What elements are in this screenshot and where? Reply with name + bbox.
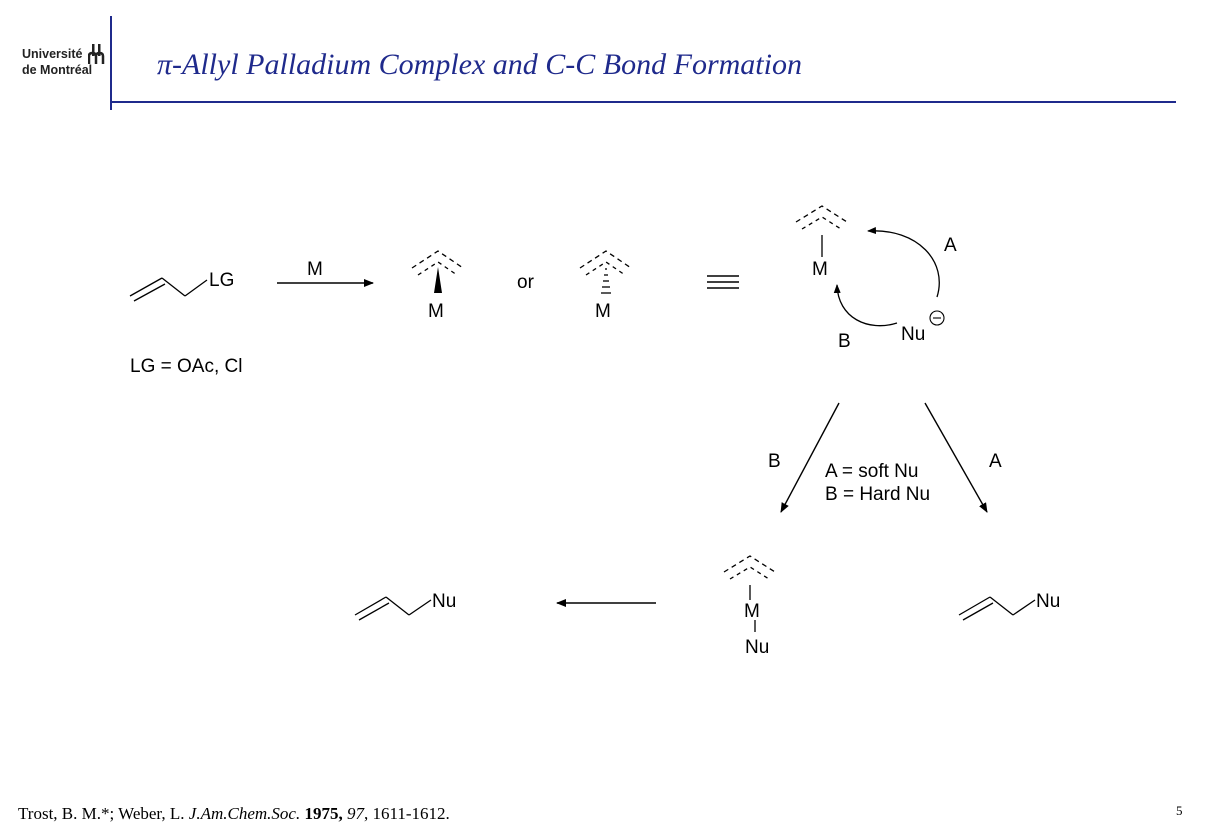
allyl-product-left: [354, 596, 432, 621]
reagent-metal-label: M: [307, 259, 323, 280]
equivalence-symbol: [707, 275, 739, 289]
pathway-a-curved-arrow: [867, 227, 940, 298]
nucleophile-label-product-right: Nu: [1036, 591, 1060, 612]
page-number: 5: [1176, 803, 1183, 818]
leaving-group-label: LG: [209, 270, 234, 291]
pathway-b-label: B: [838, 331, 851, 352]
nucleophile-label-complex: Nu: [745, 637, 769, 658]
citation-authors: Trost, B. M.*; Weber, L.: [18, 804, 189, 823]
legend-hard-nucleophile: B = Hard Nu: [825, 484, 930, 505]
university-logo: Université de Montréal: [10, 42, 106, 88]
pathway-a-label: A: [944, 235, 957, 256]
pathway-a-arrow-label: A: [989, 451, 1002, 472]
metal-label-attack: M: [812, 259, 828, 280]
header-vertical-rule: [110, 16, 112, 110]
pi-allyl-complex-hash: [579, 250, 632, 294]
citation-volume: 97: [346, 804, 364, 823]
pi-allyl-complex-attack: [795, 205, 848, 257]
metal-label-complex: M: [744, 601, 760, 622]
header-horizontal-rule: [110, 101, 1176, 103]
pathway-b-curved-arrow: [833, 284, 898, 327]
logo-mark-icon: [88, 44, 105, 64]
nucleophile-label-product-left: Nu: [432, 591, 456, 612]
allyl-product-right: [958, 596, 1036, 621]
leaving-group-definition: LG = OAc, Cl: [130, 356, 242, 377]
citation: Trost, B. M.*; Weber, L. J.Am.Chem.Soc. …: [18, 804, 450, 824]
citation-pages: , 1611-1612.: [363, 804, 450, 823]
pathway-a-arrow: [924, 402, 988, 513]
negative-charge-icon: [929, 310, 945, 326]
citation-year: 1975,: [304, 804, 343, 823]
logo-text-line-2: de Montréal: [22, 63, 93, 77]
metal-label-hash: M: [595, 301, 611, 322]
metal-nucleophile-complex: [723, 555, 776, 632]
nucleophile-label: Nu: [901, 324, 925, 345]
pathway-b-arrow-label: B: [768, 451, 781, 472]
pathway-b-arrow: [780, 402, 840, 513]
logo-text-line-1: Université: [22, 47, 83, 61]
or-label: or: [517, 272, 535, 293]
citation-journal: J.Am.Chem.Soc.: [188, 804, 301, 823]
metal-label-wedge: M: [428, 301, 444, 322]
pi-allyl-complex-wedge: [411, 250, 464, 293]
slide-title: π-Allyl Palladium Complex and C-C Bond F…: [157, 48, 802, 81]
allyl-substrate-molecule: [129, 277, 208, 302]
legend-soft-nucleophile: A = soft Nu: [825, 461, 918, 482]
